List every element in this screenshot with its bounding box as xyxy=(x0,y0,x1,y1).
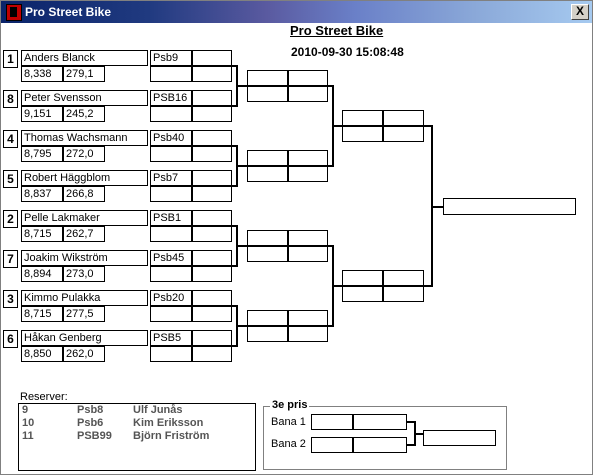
result-box xyxy=(192,90,232,106)
third-place-group xyxy=(263,406,507,470)
reserve-bike: PSB99 xyxy=(77,430,112,442)
seed-number: 2 xyxy=(3,210,18,228)
reserves-label: Reserver: xyxy=(20,391,68,403)
result-box xyxy=(192,106,232,122)
racer-speed: 279,1 xyxy=(63,66,105,82)
racer-name: Kimmo Pulakka xyxy=(21,290,148,306)
result-box xyxy=(192,226,232,242)
result-box xyxy=(192,50,232,66)
racer-bike: Psb45 xyxy=(150,250,192,266)
close-button[interactable]: X xyxy=(571,4,589,20)
racer-et: 8,795 xyxy=(21,146,63,162)
result-box xyxy=(192,146,232,162)
seed-number: 8 xyxy=(3,90,18,108)
racer-et: 8,894 xyxy=(21,266,63,282)
lane-2-box xyxy=(353,437,407,453)
result-box xyxy=(192,66,232,82)
reserve-bike: Psb6 xyxy=(77,417,104,429)
racer-name: Robert Häggblom xyxy=(21,170,148,186)
result-box xyxy=(150,66,192,82)
reserve-num: 11 xyxy=(22,430,34,442)
racer-name: Peter Svensson xyxy=(21,90,148,106)
racer-et: 8,338 xyxy=(21,66,63,82)
title-bar: Pro Street Bike X xyxy=(1,1,592,23)
lane-2-box xyxy=(311,437,353,453)
app-icon xyxy=(6,4,22,21)
result-box xyxy=(192,346,232,362)
racer-bike: PSB5 xyxy=(150,330,192,346)
page-datetime: 2010-09-30 15:08:48 xyxy=(291,45,404,59)
racer-et: 8,715 xyxy=(21,306,63,322)
reserve-name: Björn Friström xyxy=(133,430,210,442)
racer-speed: 266,8 xyxy=(63,186,105,202)
seed-number: 7 xyxy=(3,250,18,268)
racer-speed: 245,2 xyxy=(63,106,105,122)
result-box xyxy=(150,346,192,362)
racer-et: 8,837 xyxy=(21,186,63,202)
seed-number: 6 xyxy=(3,330,18,348)
seed-number: 4 xyxy=(3,130,18,148)
result-box xyxy=(192,170,232,186)
seed-number: 3 xyxy=(3,290,18,308)
racer-et: 8,850 xyxy=(21,346,63,362)
reserves-list xyxy=(18,403,256,471)
reserve-bike: Psb8 xyxy=(77,404,104,416)
result-box xyxy=(192,290,232,306)
racer-name: Pelle Lakmaker xyxy=(21,210,148,226)
result-box xyxy=(150,226,192,242)
lane-1-label: Bana 1 xyxy=(271,416,306,428)
racer-speed: 262,0 xyxy=(63,346,105,362)
racer-speed: 262,7 xyxy=(63,226,105,242)
lane-2-label: Bana 2 xyxy=(271,438,306,450)
racer-speed: 277,5 xyxy=(63,306,105,322)
racer-bike: PSB1 xyxy=(150,210,192,226)
result-box xyxy=(192,330,232,346)
reserve-name: Ulf Junås xyxy=(133,404,183,416)
racer-bike: Psb40 xyxy=(150,130,192,146)
result-box xyxy=(192,266,232,282)
racer-bike: Psb7 xyxy=(150,170,192,186)
third-place-label: 3e pris xyxy=(270,399,310,411)
racer-speed: 272,0 xyxy=(63,146,105,162)
racer-bike: Psb9 xyxy=(150,50,192,66)
result-box xyxy=(192,186,232,202)
lane-1-box xyxy=(353,414,407,430)
reserve-num: 10 xyxy=(22,417,35,429)
result-box xyxy=(192,306,232,322)
page-title: Pro Street Bike xyxy=(290,23,384,38)
racer-speed: 273,0 xyxy=(63,266,105,282)
racer-name: Håkan Genberg xyxy=(21,330,148,346)
racer-name: Thomas Wachsmann xyxy=(21,130,148,146)
racer-bike: Psb20 xyxy=(150,290,192,306)
reserve-num: 9 xyxy=(22,404,29,416)
third-place-winner-box xyxy=(423,430,496,446)
seed-number: 1 xyxy=(3,50,18,68)
racer-bike: PSB16 xyxy=(150,90,192,106)
racer-et: 9,151 xyxy=(21,106,63,122)
result-box xyxy=(150,306,192,322)
racer-name: Anders Blanck xyxy=(21,50,148,66)
result-box xyxy=(192,130,232,146)
window-title: Pro Street Bike xyxy=(25,5,112,19)
reserve-name: Kim Eriksson xyxy=(133,417,204,429)
seed-number: 5 xyxy=(3,170,18,188)
result-box xyxy=(150,186,192,202)
result-box xyxy=(150,106,192,122)
result-box xyxy=(150,266,192,282)
result-box xyxy=(150,146,192,162)
racer-et: 8,715 xyxy=(21,226,63,242)
winner-box xyxy=(443,198,576,215)
lane-1-box xyxy=(311,414,353,430)
result-box xyxy=(192,250,232,266)
result-box xyxy=(192,210,232,226)
racer-name: Joakim Wikström xyxy=(21,250,148,266)
